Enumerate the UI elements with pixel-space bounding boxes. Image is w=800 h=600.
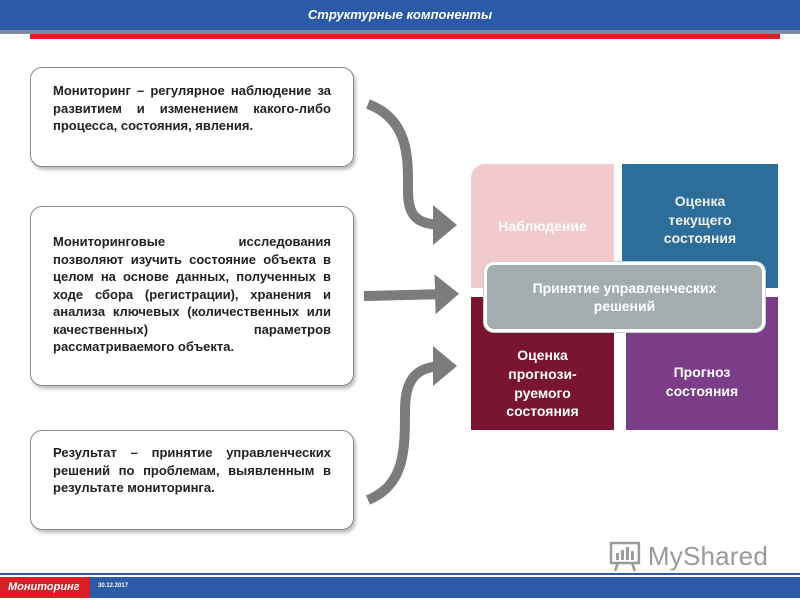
footer-date: 30.12.2017 — [98, 583, 129, 589]
arrow-bottom — [365, 346, 457, 505]
footer-label: Мониторинг — [8, 581, 80, 593]
forecast-assessment-label: Оценка прогнози-руемого состояния — [506, 346, 579, 420]
research-definition-text: Мониторинговые исследования позволяют из… — [53, 234, 331, 355]
page-title: Структурные компоненты — [307, 7, 493, 22]
research-definition-box: Мониторинговые исследования позволяют из… — [30, 206, 354, 386]
watermark: MyShared — [608, 536, 768, 576]
arrow-middle — [363, 274, 459, 315]
result-definition-text: Результат – принятие управленческих реше… — [53, 445, 331, 496]
observation-label: Наблюдение — [498, 217, 587, 234]
monitoring-definition-box: Мониторинг – регулярное наблюдение за ра… — [30, 67, 354, 167]
red-divider — [30, 34, 780, 39]
management-decisions-box: Принятие управленческих решений — [484, 262, 765, 332]
arrow-top — [365, 99, 457, 245]
chart-board-icon — [609, 541, 641, 572]
current-assessment-label: Оценка текущего состояния — [663, 192, 737, 247]
header-shadow — [0, 30, 800, 34]
header-bar — [0, 0, 800, 30]
management-decisions-label: Принятие управленческих решений — [532, 279, 717, 314]
monitoring-definition-text: Мониторинг – регулярное наблюдение за ра… — [53, 83, 331, 134]
result-definition-box: Результат – принятие управленческих реше… — [30, 430, 354, 530]
watermark-text: MyShared — [647, 540, 768, 571]
forecast-label: Прогноз состояния — [665, 363, 739, 399]
footer-bar — [90, 577, 800, 598]
footer-label-bg — [0, 577, 90, 598]
footer-top-line — [0, 573, 800, 575]
